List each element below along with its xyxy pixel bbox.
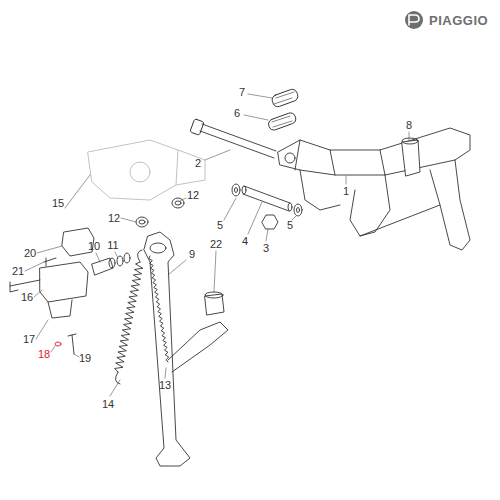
callout-number: 13: [158, 379, 172, 392]
callout-number: 15: [51, 197, 65, 210]
pivot-bolt: [190, 119, 276, 158]
callout-number: 8: [405, 119, 413, 132]
callout-number: 11: [106, 239, 119, 252]
callout-number: 17: [22, 333, 36, 346]
bushing: [92, 253, 130, 275]
callout-number: 22: [209, 238, 223, 251]
center-stand: [278, 128, 470, 250]
callout-number: 14: [101, 398, 115, 411]
coil-spring: [115, 250, 169, 384]
stand-rubber: [402, 138, 420, 176]
leader-line: [25, 94, 409, 396]
stand-switch: [10, 262, 88, 318]
callout-number: 12: [107, 212, 121, 225]
washer: [136, 198, 184, 227]
pin-and-washers: [232, 184, 302, 216]
callout-number: 2: [194, 157, 202, 170]
callout-number: 6: [233, 107, 241, 120]
side-stand: [144, 232, 228, 466]
o-ring: [55, 342, 61, 346]
coil-spring: [115, 262, 143, 372]
callout-number: 12: [186, 189, 200, 202]
callout-number: 5: [216, 219, 224, 232]
spring-hook: [115, 250, 142, 384]
callout-number: 18: [37, 348, 51, 361]
callout-number: 16: [20, 291, 34, 304]
stand-rubber: [205, 292, 224, 315]
coil-spring: [149, 256, 169, 362]
brand-name: PIAGGIO: [428, 13, 489, 28]
callout-number: 9: [188, 248, 196, 261]
callout-number: 4: [241, 235, 249, 248]
callout-number: 21: [11, 265, 25, 278]
callout-number: 20: [23, 247, 37, 260]
callout-number: 10: [87, 240, 101, 253]
callout-number: 19: [78, 352, 92, 365]
screw: [68, 334, 76, 354]
switch-bracket: [44, 228, 94, 266]
logo-mark: [405, 11, 423, 29]
callout-number: 5: [286, 219, 294, 232]
callout-number: 7: [238, 86, 246, 99]
callout-number: 3: [262, 242, 270, 255]
callout-number: 1: [342, 185, 350, 198]
stand-spring: [267, 88, 299, 132]
nut: [262, 215, 278, 229]
